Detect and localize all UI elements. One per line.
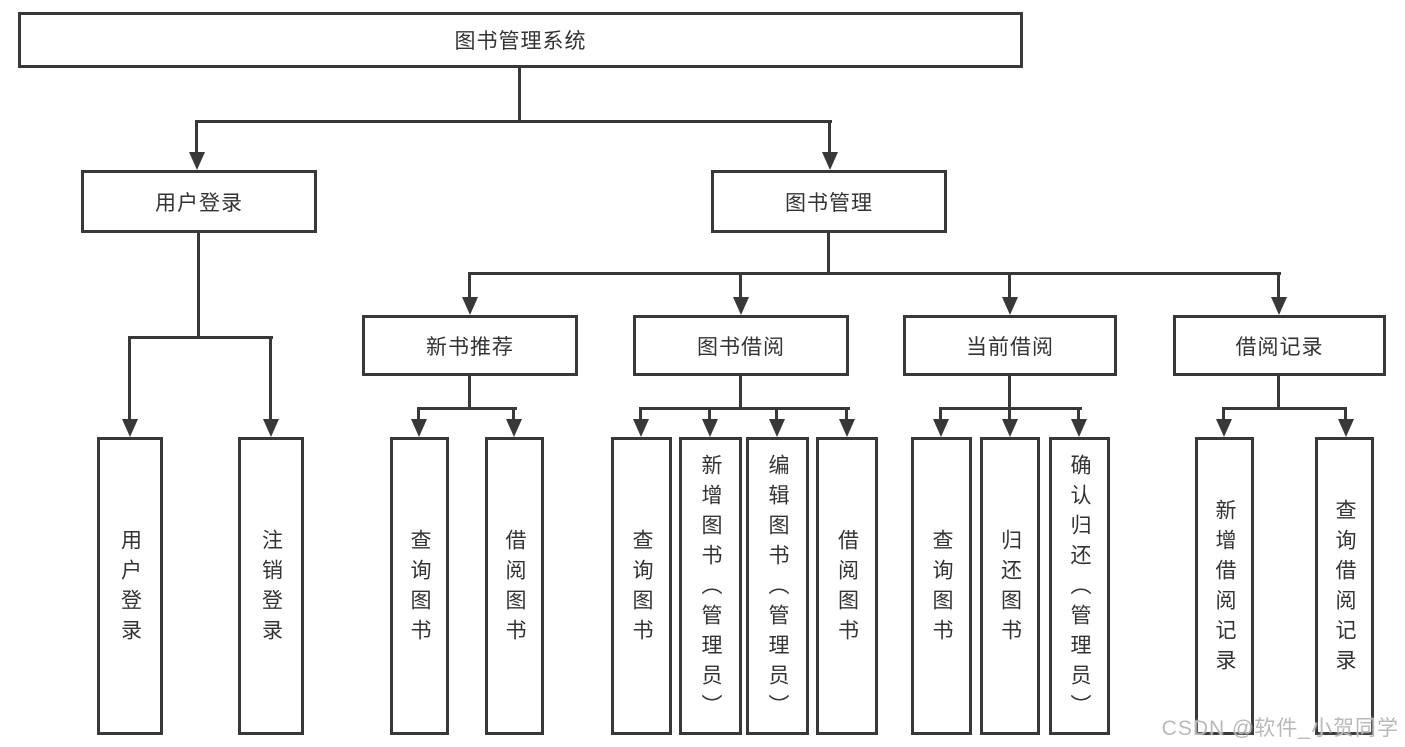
connector-line (739, 376, 742, 410)
arrow-down-icon (1271, 297, 1287, 315)
arrow-down-icon (1002, 419, 1018, 437)
connector-line (195, 120, 198, 154)
leaf-edit-book-admin: 编辑图书（管理员） (746, 437, 809, 735)
watermark: CSDN @软件_小贺同学 (1161, 717, 1399, 740)
arrow-down-icon (702, 419, 718, 437)
node-new-book-rec: 新书推荐 (362, 315, 578, 376)
connector-line (1277, 376, 1280, 410)
leaf-user-login: 用户登录 (97, 437, 163, 735)
connector-line (518, 68, 521, 123)
connector-line (1077, 407, 1080, 423)
connector-line (1222, 407, 1225, 423)
node-book-mgmt: 图书管理 (711, 170, 947, 233)
node-root: 图书管理系统 (18, 12, 1023, 68)
connector-line (468, 272, 471, 299)
arrow-down-icon (1071, 419, 1087, 437)
connector-line (417, 407, 420, 423)
leaf-add-book-admin: 新增图书（管理员） (679, 437, 742, 735)
leaf-query-borrow-record: 查询借阅记录 (1315, 437, 1374, 735)
arrow-down-icon (1216, 419, 1232, 437)
arrow-down-icon (933, 419, 949, 437)
leaf-borrow-book: 借阅图书 (816, 437, 878, 735)
arrow-down-icon (506, 419, 522, 437)
connector-line (512, 407, 515, 423)
connector-line (1222, 407, 1347, 410)
leaf-logout: 注销登录 (238, 437, 304, 735)
arrow-down-icon (733, 297, 749, 315)
connector-line (468, 272, 1281, 275)
arrow-down-icon (822, 152, 838, 170)
connector-line (639, 407, 642, 423)
connector-line (128, 336, 131, 421)
leaf-rec-query-book: 查询图书 (390, 437, 449, 735)
leaf-add-borrow-record: 新增借阅记录 (1195, 437, 1254, 735)
leaf-return-book: 归还图书 (980, 437, 1040, 735)
connector-line (468, 376, 471, 410)
arrow-down-icon (122, 419, 138, 437)
arrow-down-icon (1002, 297, 1018, 315)
leaf-borrow-query-book: 查询图书 (611, 437, 672, 735)
connector-line (197, 233, 200, 339)
arrow-down-icon (769, 419, 785, 437)
connector-line (845, 407, 848, 423)
arrow-down-icon (839, 419, 855, 437)
connector-line (775, 407, 778, 423)
connector-line (417, 407, 517, 410)
connector-line (195, 120, 832, 123)
arrow-down-icon (411, 419, 427, 437)
connector-line (739, 272, 742, 299)
arrow-down-icon (189, 152, 205, 170)
connector-line (128, 336, 273, 339)
connector-line (708, 407, 711, 423)
connector-line (828, 120, 831, 154)
connector-line (1344, 407, 1347, 423)
connector-line (827, 233, 830, 275)
node-borrow-record: 借阅记录 (1173, 315, 1386, 376)
connector-line (1008, 272, 1011, 299)
connector-line (939, 407, 942, 423)
leaf-rec-borrow-book: 借阅图书 (485, 437, 544, 735)
node-user-login: 用户登录 (81, 170, 317, 233)
connector-line (269, 336, 272, 421)
arrow-down-icon (462, 297, 478, 315)
arrow-down-icon (1338, 419, 1354, 437)
arrow-down-icon (263, 419, 279, 437)
connector-line (1277, 272, 1280, 299)
connector-line (639, 407, 850, 410)
leaf-confirm-return-admin: 确认归还（管理员） (1049, 437, 1110, 735)
leaf-current-query-book: 查询图书 (911, 437, 972, 735)
connector-line (1008, 407, 1011, 423)
arrow-down-icon (633, 419, 649, 437)
node-current-borrow: 当前借阅 (903, 315, 1117, 376)
connector-line (1008, 376, 1011, 410)
node-book-borrow: 图书借阅 (633, 315, 849, 376)
